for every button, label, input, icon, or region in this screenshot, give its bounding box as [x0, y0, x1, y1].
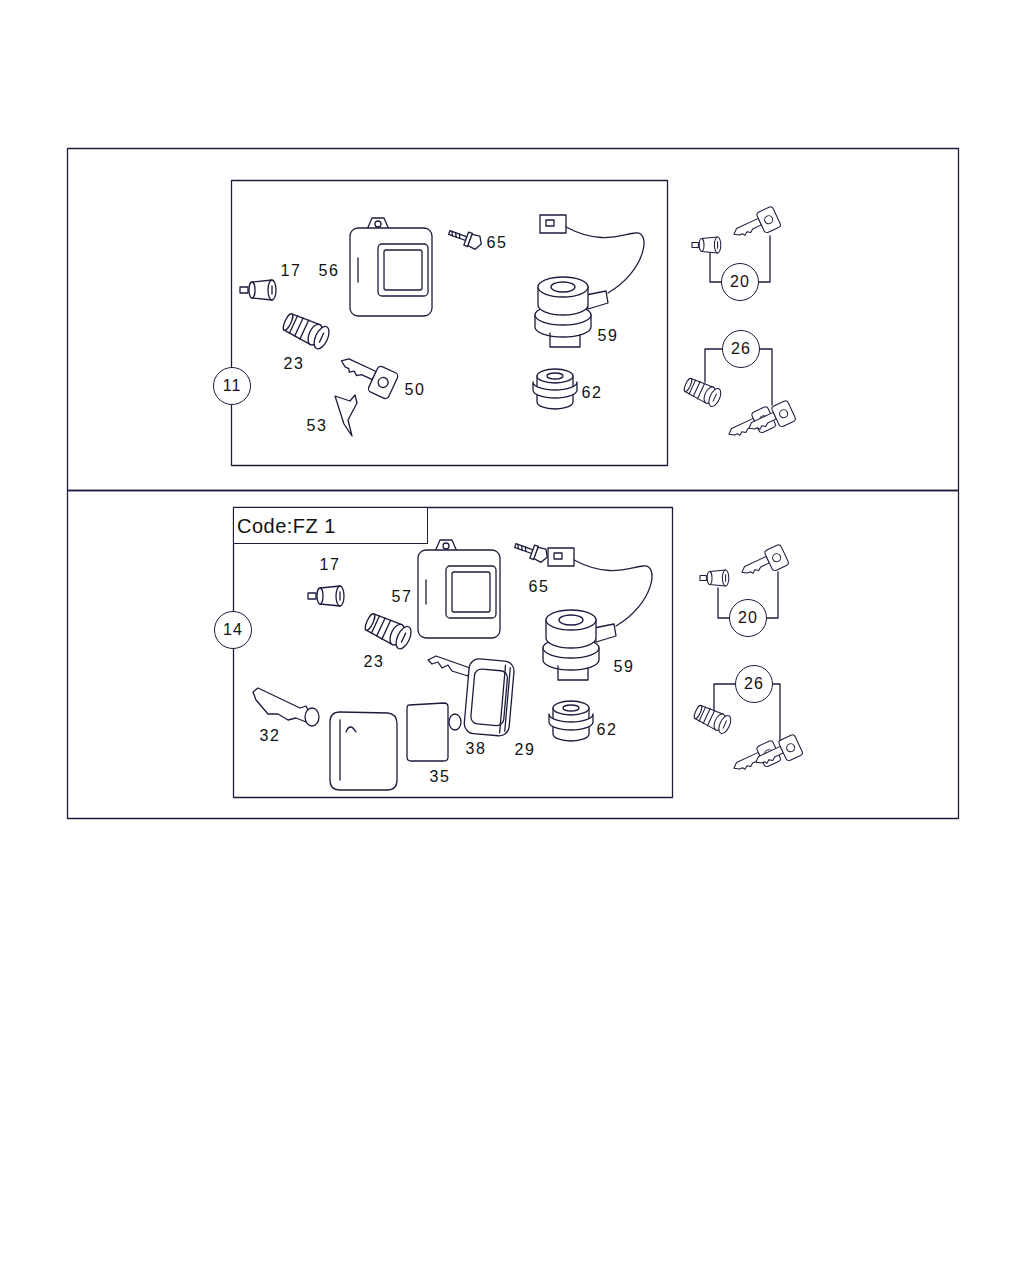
- node-text: 20: [730, 273, 750, 291]
- callout-number: 32: [259, 727, 282, 745]
- drawing-part: [505, 668, 511, 732]
- callout-circle: 20: [721, 263, 759, 301]
- callout-number: 50: [404, 381, 427, 399]
- remote-key: [463, 658, 514, 737]
- callout-number: 65: [486, 234, 509, 252]
- lock-cylinder: [362, 610, 414, 651]
- callout-number: 56: [318, 262, 341, 280]
- lock-cylinder: [240, 280, 276, 300]
- panel-frame: [68, 491, 959, 819]
- callout-number: 17: [319, 556, 342, 574]
- node-text: 26: [731, 340, 751, 358]
- callout-circle: 26: [722, 330, 760, 368]
- lock-cylinder: [682, 375, 723, 408]
- callout-number: 23: [283, 355, 306, 373]
- callout-number: 17: [280, 262, 303, 280]
- callout-circle: 26: [735, 665, 773, 703]
- node-text: Code:FZ 1: [237, 515, 336, 537]
- battery-cover: [340, 720, 356, 780]
- control-module: [350, 218, 432, 316]
- ignition-coil: [543, 548, 652, 680]
- callout-circle: 14: [214, 611, 252, 649]
- drawing-part: [463, 658, 514, 737]
- grommet: [549, 701, 593, 741]
- callout-circle: 11: [213, 367, 251, 405]
- callout-circle: 20: [729, 599, 767, 637]
- node-text: 14: [223, 621, 243, 639]
- panel-frame: [68, 149, 959, 491]
- grommet: [533, 369, 577, 409]
- callout-number: 59: [613, 658, 636, 676]
- code-box: Code:FZ 1: [233, 507, 428, 544]
- bolt: [447, 226, 484, 251]
- node-text: 11: [223, 377, 242, 395]
- key: [752, 734, 804, 774]
- callout-number: 62: [581, 384, 604, 402]
- callout-number: 57: [391, 588, 414, 606]
- key: [730, 206, 782, 246]
- key: [335, 350, 399, 400]
- button: [449, 714, 461, 730]
- key-blade: [428, 656, 470, 676]
- lock-cylinder: [308, 586, 344, 606]
- lock-cylinder: [700, 570, 729, 586]
- callout-number: 29: [514, 741, 537, 759]
- callout-number: 38: [465, 740, 488, 758]
- battery-cover: [330, 712, 397, 790]
- pad: [407, 703, 448, 761]
- callout-number: 65: [528, 578, 551, 596]
- callout-number: 35: [429, 768, 452, 786]
- key: [745, 400, 797, 440]
- lock-cylinder: [280, 310, 332, 351]
- drawing-part: [500, 665, 506, 733]
- key: [738, 544, 790, 584]
- key-blade: [253, 688, 310, 722]
- callout-number: 23: [363, 653, 386, 671]
- callout-number: 59: [597, 327, 620, 345]
- lock-cylinder: [692, 702, 733, 735]
- key-blade: [305, 708, 319, 726]
- group-frame: [232, 181, 668, 466]
- node-text: 20: [738, 609, 758, 627]
- group-frame: [234, 508, 673, 798]
- callout-number: 62: [596, 721, 619, 739]
- key-blank: [335, 395, 357, 436]
- ignition-coil: [535, 215, 644, 347]
- callout-number: 53: [306, 417, 329, 435]
- lock-cylinder: [692, 237, 721, 253]
- bolt: [513, 539, 550, 564]
- control-module: [418, 540, 500, 638]
- node-text: 26: [744, 675, 764, 693]
